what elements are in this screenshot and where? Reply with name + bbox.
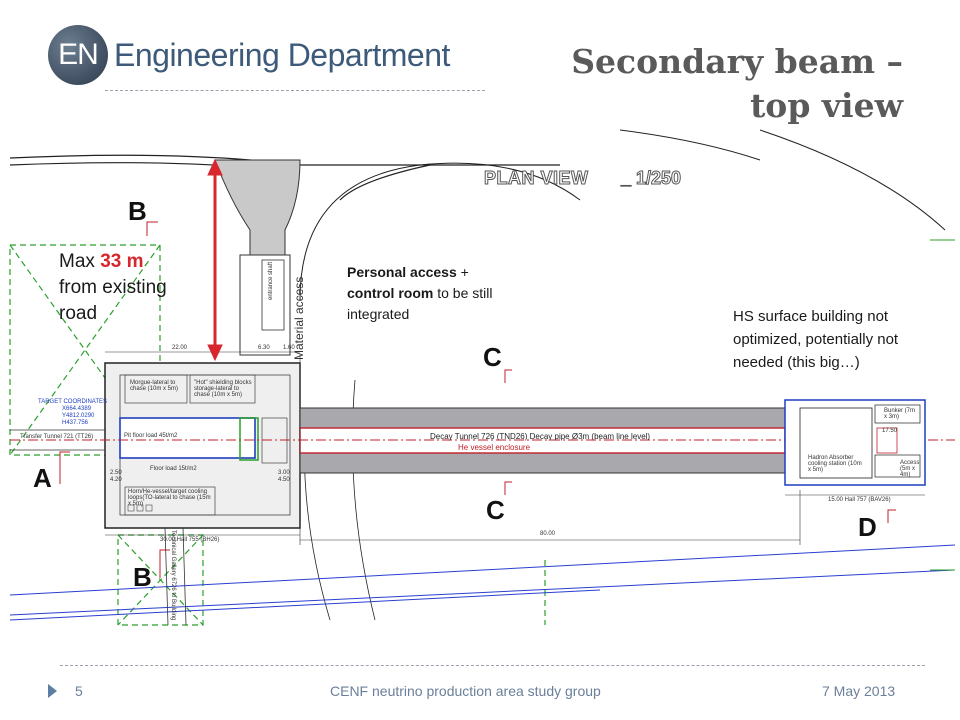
footer-group: CENF neutrino production area study grou… xyxy=(330,683,601,699)
target-chase xyxy=(119,417,256,459)
dim-630: 6.30 xyxy=(258,345,270,351)
footer-date: 7 May 2013 xyxy=(822,683,896,699)
personal-access-bold: Personal access xyxy=(347,264,457,280)
hadron-absorber-building xyxy=(784,399,926,486)
dim-22: 22.00 xyxy=(172,345,188,351)
personal-plus: + xyxy=(456,264,469,280)
hall-755-label: 30.00 Hall 755 (BH26) xyxy=(160,537,220,543)
hs-surface-note: HS surface building not optimized, poten… xyxy=(733,308,899,371)
hadron-absorber-label: Hadron Absorber cooling station (10m x 5… xyxy=(808,455,862,473)
plan-view-title: PLAN VIEW xyxy=(484,168,589,189)
distance-arrow xyxy=(207,158,223,362)
section-label-a: A xyxy=(33,463,52,493)
section-label-b-bottom: B xyxy=(133,562,152,592)
transfer-tunnel-label: Transfer Tunnel 721 (TT26) xyxy=(20,434,94,440)
slide-title-line2: top view xyxy=(750,86,903,125)
coord-h: H437.756 xyxy=(62,420,89,426)
footer-arrow-icon xyxy=(48,684,57,698)
dim-450: 4.50 xyxy=(278,477,290,483)
hall-757-label: 15.00 Hall 757 (BAV26) xyxy=(828,497,891,503)
header-divider xyxy=(105,90,485,91)
dim-250: 2.50 xyxy=(110,470,122,476)
footer-divider xyxy=(60,665,925,666)
section-label-d: D xyxy=(858,512,877,542)
shielding-storage-label: "Hot" shielding blocks storage-lateral t… xyxy=(194,380,252,398)
horn-cooling-label: Horn/He-vessel/target cooling loops(TO-l… xyxy=(128,489,211,507)
section-label-c-bottom: C xyxy=(486,495,505,525)
max-value: 33 m xyxy=(100,251,144,272)
morgue-label: Morgue-lateral to chase (10m x 5m) xyxy=(130,380,179,392)
personal-rest: to be still integrated xyxy=(347,285,493,322)
coord-y: Y4812.0290 xyxy=(62,413,95,419)
slide-title-line1: Secondary beam – xyxy=(571,42,903,81)
entrance-shaft-label: entrance shaft xyxy=(268,261,274,300)
dim-300: 3.00 xyxy=(278,470,290,476)
section-label-b-top: B xyxy=(128,196,147,226)
he-vessel xyxy=(299,427,786,454)
bunker-label: Bunker (7m x 3m) xyxy=(884,408,916,420)
access-label: Access (5m x 4m) xyxy=(900,460,920,478)
floor-load-label: Floor load 15t/m2 xyxy=(150,466,197,472)
max-prefix: Max xyxy=(59,251,101,272)
max-distance-note: Max 33 m from existing road xyxy=(59,249,199,327)
tech-gallery-label: Technical Gallery 6726 to Building xyxy=(170,530,176,621)
department-name: Engineering Department xyxy=(114,37,450,73)
decay-tunnel-label: Decay Tunnel 726 (TND26) Decay pipe Ø3m … xyxy=(430,432,651,441)
max-suffix: from existing road xyxy=(59,277,167,324)
material-access-label: Material access xyxy=(292,276,306,360)
control-room-bold: control room xyxy=(347,285,434,301)
personal-access-note: Personal access + control room to be sti… xyxy=(347,262,517,325)
pit-floor-label: Pit floor load 45t/m2 xyxy=(124,433,178,439)
section-label-c-top: C xyxy=(483,342,502,372)
target-coords-label: TARGET COORDINATES xyxy=(38,399,108,405)
dim-80: 80.00 xyxy=(540,531,556,537)
plan-view-scale: _ 1/250 xyxy=(620,168,682,189)
dim-420: 4.20 xyxy=(110,477,122,483)
dim-1750: 17.50 xyxy=(882,428,898,434)
en-logo: EN xyxy=(48,25,108,85)
he-vessel-label: He vessel enclosure xyxy=(458,443,531,452)
page-number: 5 xyxy=(75,683,83,699)
dim-160: 1.60 xyxy=(283,345,295,351)
coord-x: X664.4389 xyxy=(62,406,92,412)
section-markers xyxy=(59,221,896,578)
entrance-shaft xyxy=(239,254,291,356)
